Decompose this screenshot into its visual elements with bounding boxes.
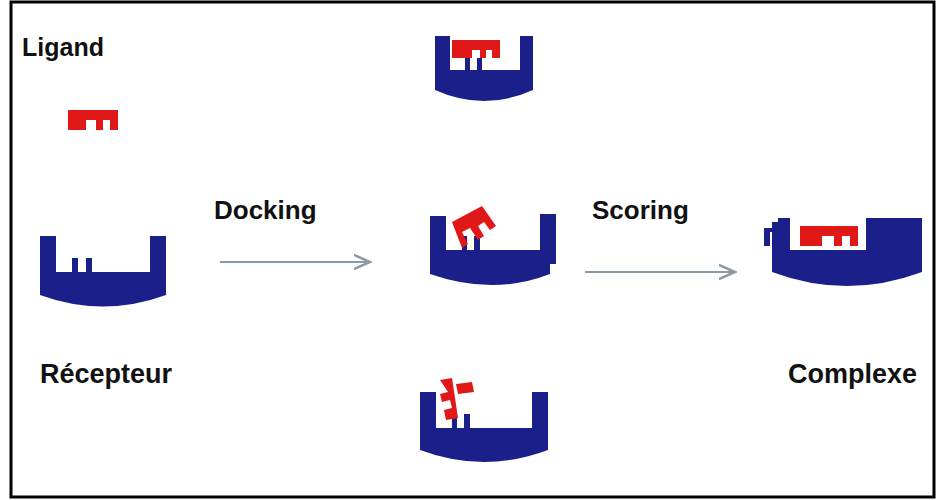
shape-label: Ligand <box>22 34 104 62</box>
ligand-bound <box>800 226 858 246</box>
ligand-node: Ligand <box>18 28 133 138</box>
step-label: Docking <box>214 196 317 225</box>
receptor-pose <box>435 36 533 101</box>
step-label: Scoring <box>592 196 689 225</box>
shape-label: Complexe <box>788 360 917 390</box>
ligand-shape <box>68 110 118 130</box>
receptor-node: Récepteur <box>36 228 216 423</box>
docking-arrow <box>220 261 370 263</box>
ligand-pose <box>452 206 496 248</box>
frame <box>11 2 934 497</box>
ligand-pose <box>440 378 474 420</box>
shape-label: Récepteur <box>40 360 172 390</box>
receptor-shape <box>40 236 166 307</box>
complex-shape <box>772 218 922 286</box>
complex-step <box>764 228 776 246</box>
scoring-arrow <box>585 271 735 273</box>
receptor-pose <box>420 392 548 462</box>
complex-node: Complexe <box>762 208 930 408</box>
ligand-pose <box>452 40 500 58</box>
